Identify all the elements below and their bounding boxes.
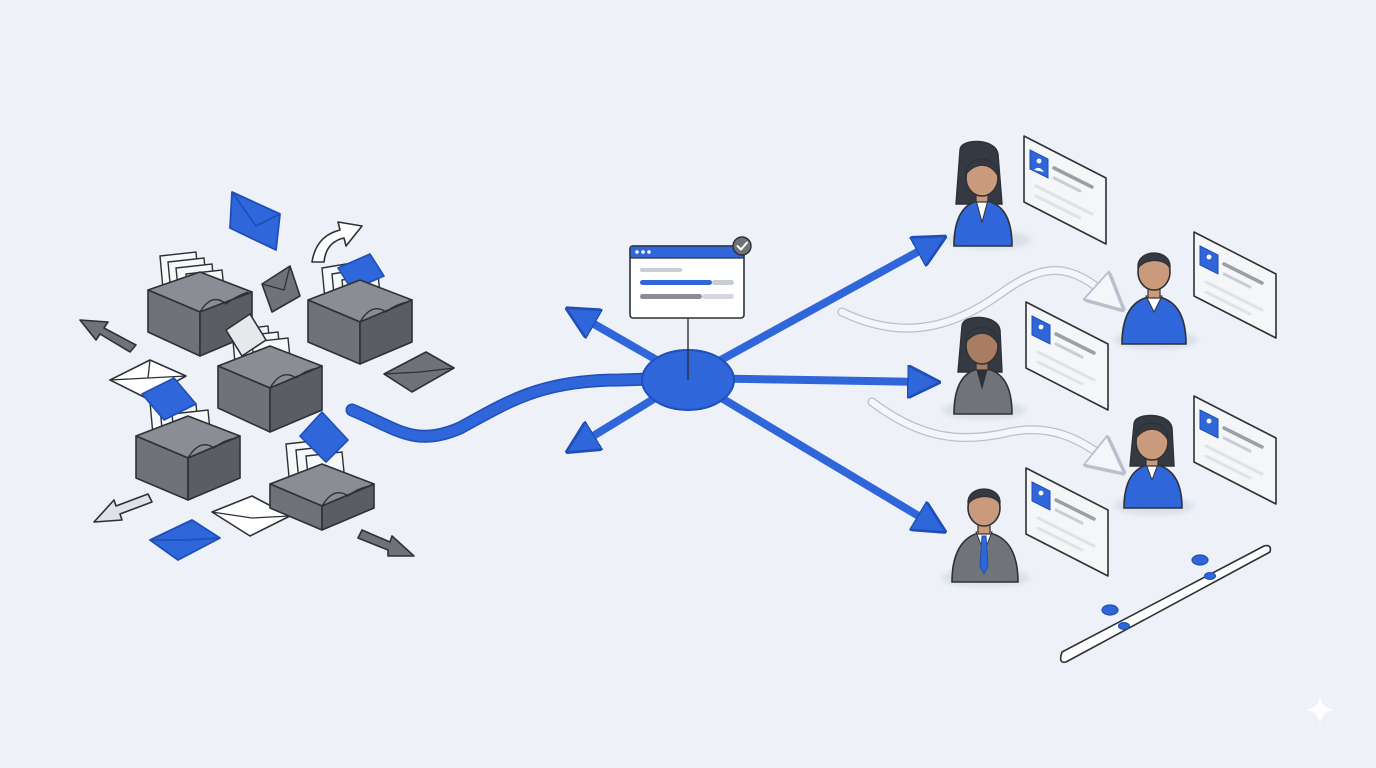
curved-arrow-up-icon (311, 221, 363, 263)
mail-box (147, 251, 253, 357)
person-icon (953, 316, 1013, 415)
arrow-down-left-icon (93, 493, 153, 523)
mail-box (269, 411, 375, 531)
person-icon (951, 488, 1019, 583)
timeline-marker (1204, 572, 1216, 580)
arrow-down-right-icon (357, 529, 415, 557)
routing-panel (629, 236, 752, 380)
recipient-5 (942, 467, 1109, 587)
contact-card-icon (1025, 467, 1109, 577)
inflow-path (345, 371, 695, 443)
person-icon (953, 140, 1013, 247)
envelope-icon (109, 359, 187, 399)
contact-card-icon (1025, 301, 1109, 411)
sparkle-icon (1306, 696, 1334, 724)
slider-icon (1059, 544, 1272, 664)
contact-card-icon (1023, 135, 1107, 245)
contact-card-icon (1193, 231, 1277, 339)
inbox-cluster (79, 191, 455, 561)
mail-box (217, 313, 323, 433)
checkmark-icon (732, 236, 752, 256)
envelope-icon (383, 351, 455, 393)
contact-card-icon (1193, 395, 1277, 505)
person-icon (1121, 252, 1187, 345)
timeline-marker (1101, 604, 1119, 616)
envelope-icon (261, 265, 301, 313)
recipient-1 (948, 135, 1107, 249)
recipient-4 (1114, 395, 1277, 515)
arrow-left-icon (79, 319, 137, 353)
reroute-arrows (837, 266, 1110, 462)
timeline-marker (1118, 622, 1130, 630)
envelope-icon (149, 519, 221, 561)
mail-box (307, 253, 413, 365)
person-icon (1123, 414, 1183, 509)
recipient-list (942, 135, 1277, 587)
timeline-marker (1191, 554, 1209, 566)
recipient-2 (1114, 231, 1277, 349)
mail-box (135, 377, 241, 501)
envelope-icon (229, 191, 281, 251)
recipient-3 (942, 301, 1109, 419)
